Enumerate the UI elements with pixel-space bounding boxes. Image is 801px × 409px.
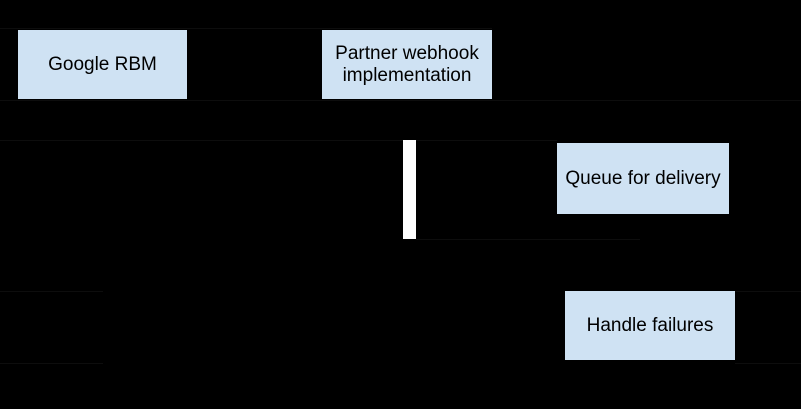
node-label-queue-for-delivery: Queue for delivery	[565, 167, 721, 189]
node-queue-for-delivery: Queue for delivery	[557, 143, 729, 214]
node-label-handle-failures: Handle failures	[586, 314, 714, 336]
faint-line-arrow-1	[0, 140, 557, 141]
faint-line-row-bottom	[0, 100, 801, 101]
activation-bar	[403, 140, 416, 239]
node-google-rbm: Google RBM	[18, 30, 187, 99]
faint-line-arrow-3-right	[735, 291, 801, 292]
node-label-google-rbm: Google RBM	[48, 53, 157, 75]
node-label-partner-webhook-implementation: Partner webhook implementation	[335, 42, 479, 86]
faint-line-arrow-4-right	[735, 363, 801, 364]
node-handle-failures: Handle failures	[565, 291, 735, 360]
node-partner-webhook-implementation: Partner webhook implementation	[322, 30, 492, 99]
faint-line-top-row	[0, 28, 492, 29]
faint-line-arrow-2	[416, 239, 640, 240]
faint-line-arrow-3-left	[0, 291, 103, 292]
faint-line-arrow-4-left	[0, 363, 103, 364]
